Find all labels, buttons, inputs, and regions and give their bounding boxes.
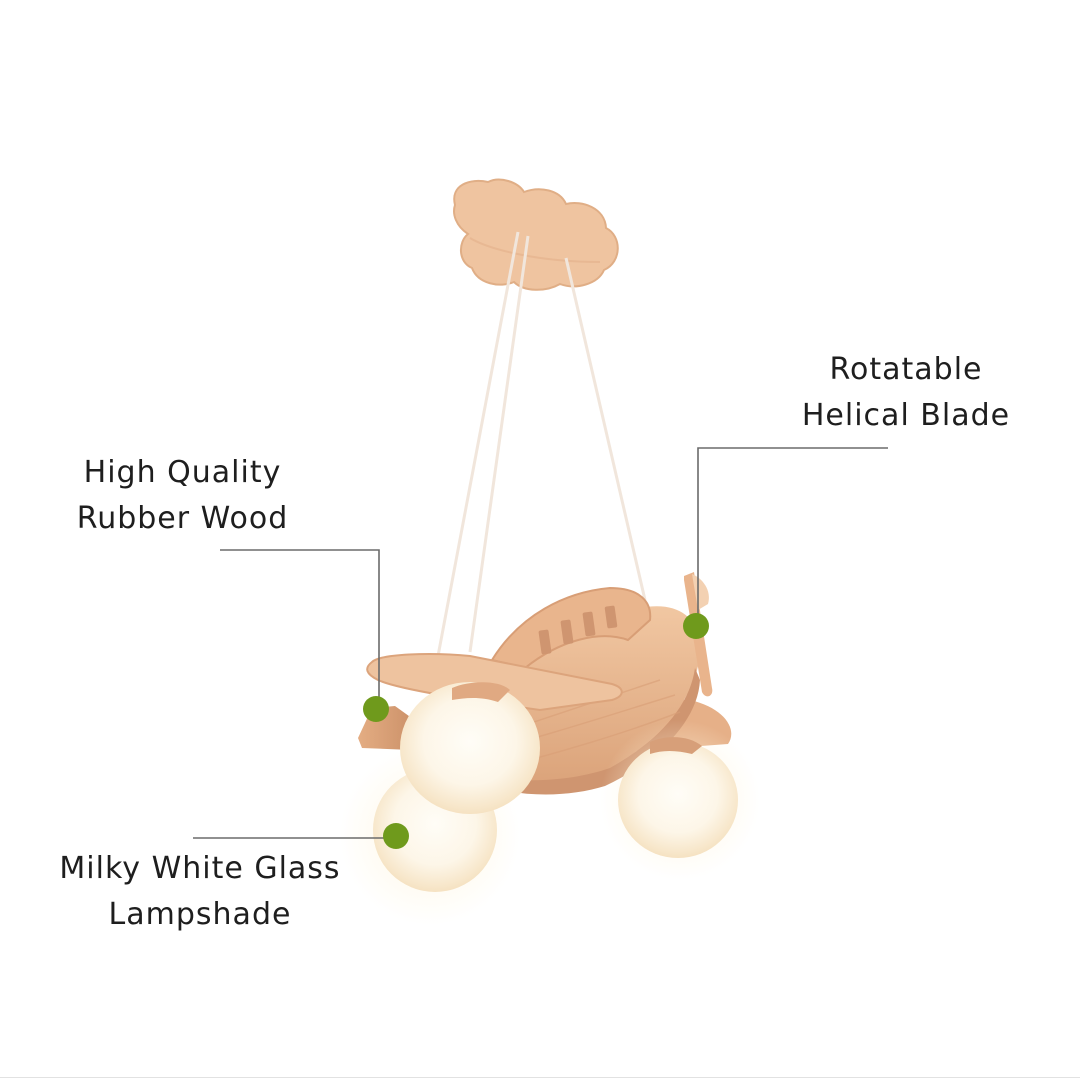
suspension-wires — [436, 231, 647, 657]
leader-line-blade — [697, 447, 888, 625]
callout-helical-blade-line1: Rotatable — [829, 352, 983, 387]
callout-rubber-wood-line2: Rubber Wood — [76, 501, 289, 536]
marker-dot-blade — [683, 613, 709, 639]
cloud-canopy-icon — [453, 178, 619, 291]
callout-glass-lampshade: Milky White Glass Lampshade — [30, 846, 370, 938]
marker-dots — [363, 613, 709, 849]
callout-helical-blade-line2: Helical Blade — [801, 398, 1011, 433]
callout-rubber-wood-line1: High Quality — [83, 455, 282, 490]
leader-line-wood — [220, 549, 380, 708]
callout-glass-lampshade-line1: Milky White Glass — [59, 851, 341, 886]
marker-dot-wood — [363, 696, 389, 722]
callout-glass-lampshade-line2: Lampshade — [108, 897, 292, 932]
left-wing — [366, 653, 623, 712]
callout-helical-blade: Rotatable Helical Blade — [770, 347, 1042, 439]
callout-rubber-wood: High Quality Rubber Wood — [40, 450, 325, 542]
bottom-divider — [0, 1077, 1080, 1078]
leader-lines — [193, 447, 888, 839]
glass-globe-icon — [340, 682, 760, 925]
marker-dot-glass — [383, 823, 409, 849]
